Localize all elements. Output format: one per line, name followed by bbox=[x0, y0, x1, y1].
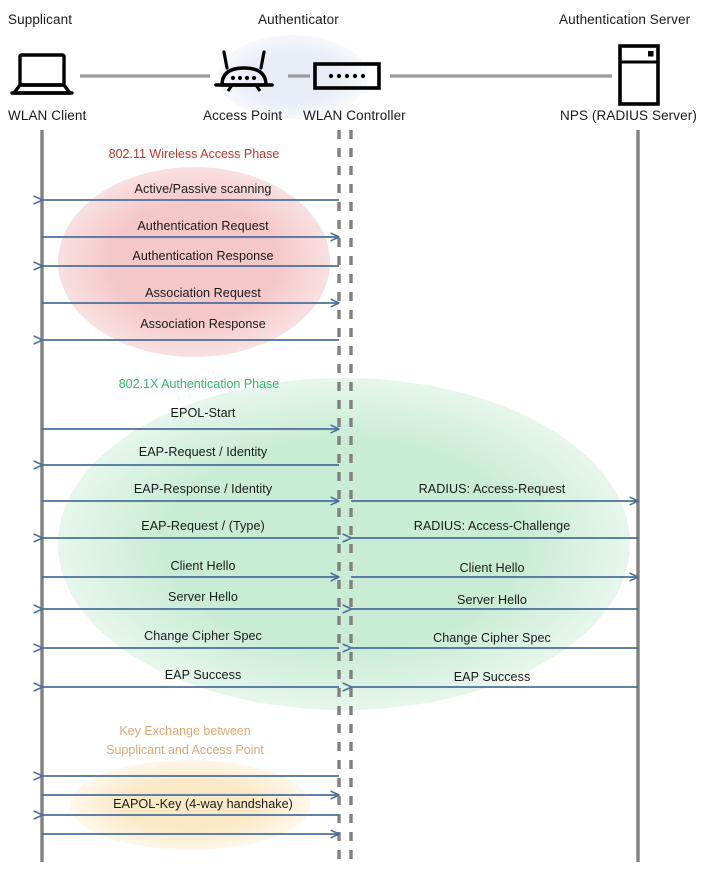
actor-role-supplicant: Supplicant bbox=[8, 12, 73, 27]
phase-label-key-exchange-line2: Supplicant and Access Point bbox=[106, 743, 264, 757]
message-label: EAPOL-Key (4-way handshake) bbox=[113, 797, 293, 811]
phase-label-80211-wireless-access: 802.11 Wireless Access Phase bbox=[108, 147, 280, 161]
message-label: RADIUS: Access-Challenge bbox=[413, 519, 571, 533]
message-label: EAP-Response / Identity bbox=[133, 482, 273, 496]
phase-ellipse-key-exchange bbox=[70, 760, 310, 850]
message-label: Change Cipher Spec bbox=[144, 629, 262, 643]
message-label: Server Hello bbox=[168, 590, 238, 604]
message-label: Authentication Request bbox=[137, 219, 269, 233]
message-label: Authentication Response bbox=[132, 249, 274, 263]
message-label: Active/Passive scanning bbox=[134, 182, 272, 196]
message-label: EAP Success bbox=[164, 668, 242, 682]
message-label: EPOL-Start bbox=[170, 406, 236, 420]
message-label: Client Hello bbox=[459, 561, 525, 575]
server-rack-icon bbox=[618, 44, 660, 106]
actor-device-access-point: Access Point bbox=[203, 108, 283, 123]
actor-device-wlan-controller: WLAN Controller bbox=[303, 108, 406, 123]
wireless-router-icon bbox=[214, 50, 274, 92]
message-label: Association Request bbox=[145, 286, 261, 300]
message-label: Client Hello bbox=[170, 559, 236, 573]
message-label: Association Response bbox=[140, 317, 266, 331]
message-label: EAP-Request / Identity bbox=[138, 445, 268, 459]
phase-ellipse-80211 bbox=[58, 167, 330, 357]
message-label: EAP Success bbox=[453, 670, 531, 684]
actor-role-authentication-server: Authentication Server bbox=[559, 12, 691, 27]
message-label: Change Cipher Spec bbox=[433, 631, 551, 645]
message-label: Server Hello bbox=[457, 593, 527, 607]
phase-label-key-exchange: Key Exchange between Supplicant and Acce… bbox=[0, 722, 370, 760]
message-label: EAP-Request / (Type) bbox=[141, 519, 265, 533]
laptop-icon bbox=[10, 53, 74, 95]
actor-device-nps-radius-server: NPS (RADIUS Server) bbox=[560, 108, 697, 123]
actor-role-authenticator: Authenticator bbox=[258, 12, 339, 27]
phase-label-key-exchange-line1: Key Exchange between bbox=[119, 724, 251, 738]
phase-label-8021x-authentication: 802.1X Authentication Phase bbox=[118, 377, 280, 391]
network-switch-icon bbox=[313, 62, 381, 90]
actor-device-wlan-client: WLAN Client bbox=[8, 108, 87, 123]
phase-ellipse-8021x bbox=[58, 378, 630, 710]
message-label: RADIUS: Access-Request bbox=[418, 482, 566, 496]
